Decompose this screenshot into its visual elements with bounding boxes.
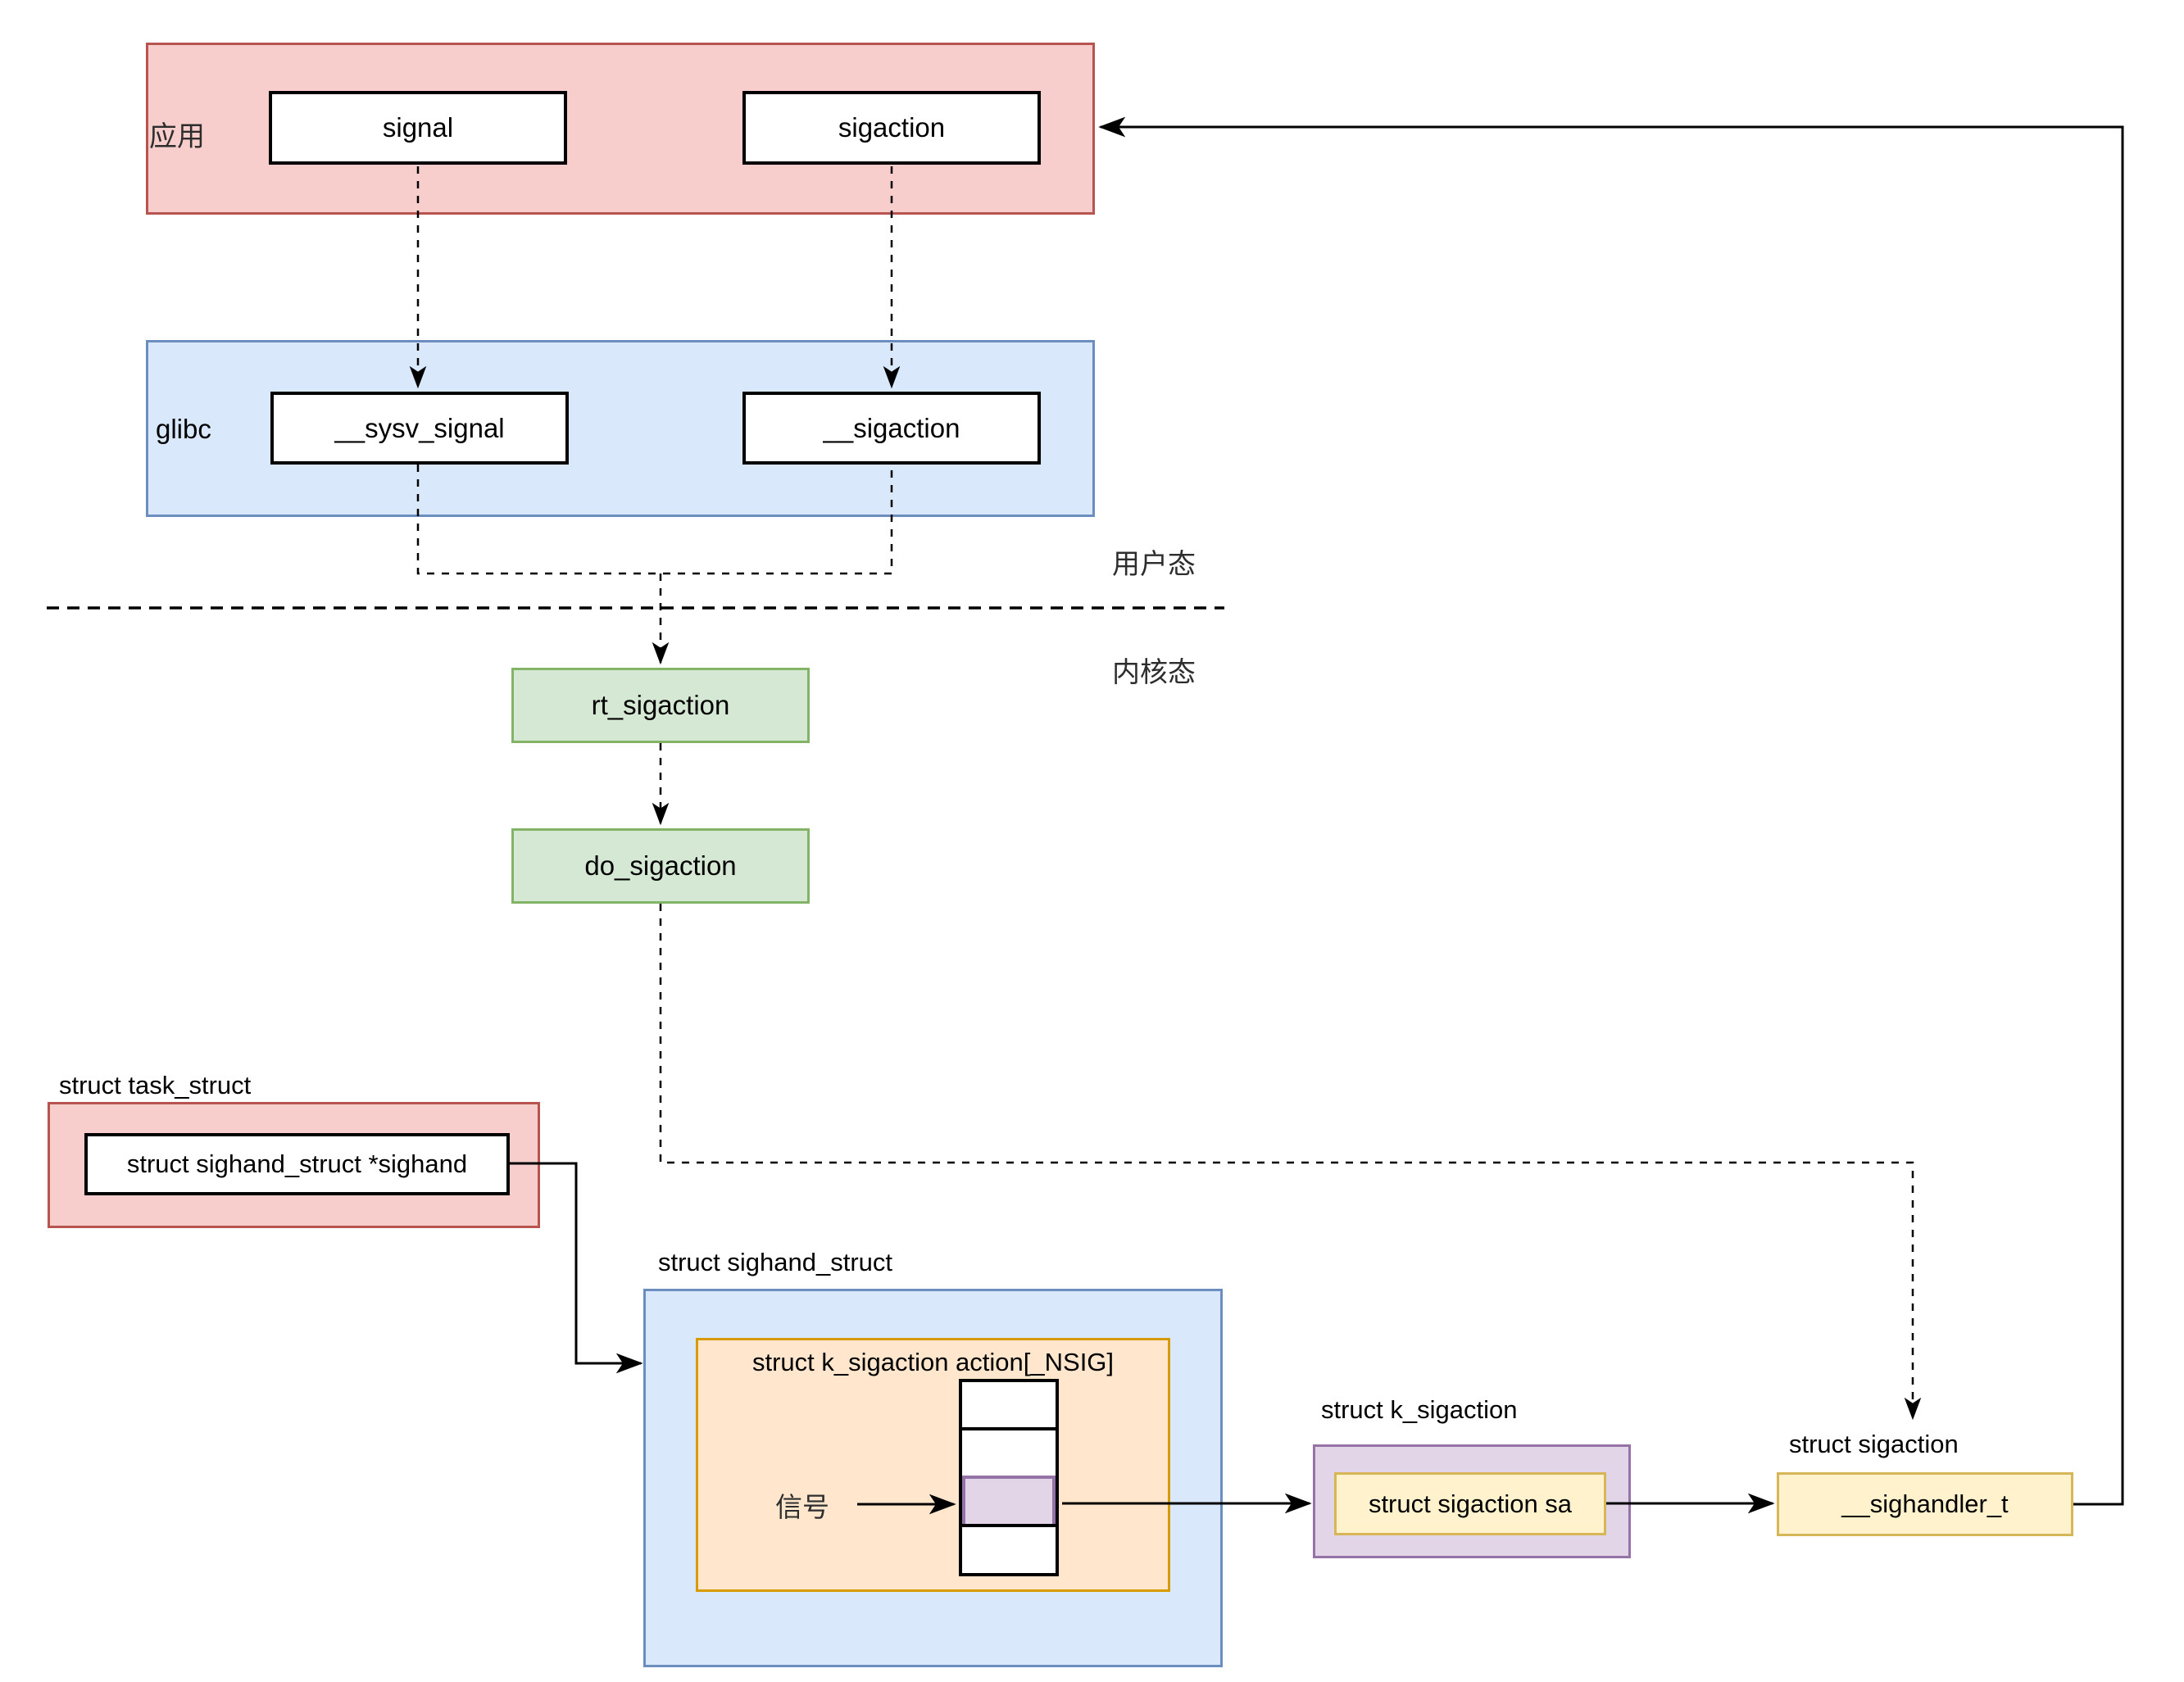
node-sysv-signal-label: __sysv_signal	[334, 412, 505, 443]
sigaction-struct-title: struct sigaction	[1789, 1430, 1959, 1458]
k-sigaction-array-container	[696, 1338, 1170, 1592]
node-sigaction-glibc-label: __sigaction	[823, 412, 960, 443]
application-label: 应用	[149, 120, 205, 153]
task-struct-title: struct task_struct	[59, 1071, 252, 1099]
arrow-sighandler-back-to-app-sigaction	[1098, 116, 2124, 1506]
array-cell-3-selected	[962, 1476, 1056, 1524]
sighand-pointer-field-label: struct sighand_struct *sighand	[126, 1149, 468, 1178]
node-rt-sigaction-label: rt_sigaction	[591, 690, 730, 720]
sighand-struct-title: struct sighand_struct	[658, 1248, 893, 1276]
signal-action-array	[959, 1379, 1059, 1576]
node-sigaction-app-label: sigaction	[838, 112, 946, 143]
sigaction-sa-field: struct sigaction sa	[1334, 1472, 1606, 1535]
kernel-mode-label: 内核态	[1112, 656, 1196, 689]
dashed-merge-connector	[416, 465, 893, 575]
arrow-sighand-pointer-to-sighand-struct	[510, 1162, 643, 1374]
sighand-pointer-field: struct sighand_struct *sighand	[84, 1133, 510, 1195]
glibc-label: glibc	[156, 414, 211, 444]
node-signal-label: signal	[382, 112, 454, 143]
array-cell-4	[962, 1524, 1056, 1573]
node-rt-sigaction: rt_sigaction	[511, 668, 810, 743]
sighandler-t-field: __sighandler_t	[1777, 1472, 2073, 1536]
array-cell-1	[962, 1382, 1056, 1427]
sigaction-sa-field-label: struct sigaction sa	[1368, 1489, 1573, 1518]
node-signal: signal	[269, 91, 567, 165]
dashed-arrow-do-sigaction-to-struct-sigaction	[659, 904, 1922, 1421]
signal-number-label: 信号	[775, 1491, 829, 1523]
node-sigaction-glibc: __sigaction	[742, 392, 1041, 465]
array-cell-2	[962, 1427, 1056, 1476]
k-sigaction-title: struct k_sigaction	[1321, 1395, 1518, 1424]
node-do-sigaction-label: do_sigaction	[584, 850, 737, 881]
node-sysv-signal: __sysv_signal	[270, 392, 569, 465]
node-do-sigaction: do_sigaction	[511, 828, 810, 904]
k-sigaction-array-label: struct k_sigaction action[_NSIG]	[751, 1348, 1115, 1376]
user-mode-label: 用户态	[1112, 548, 1196, 581]
sighandler-t-field-label: __sighandler_t	[1841, 1489, 2009, 1518]
node-sigaction-app: sigaction	[742, 91, 1041, 165]
